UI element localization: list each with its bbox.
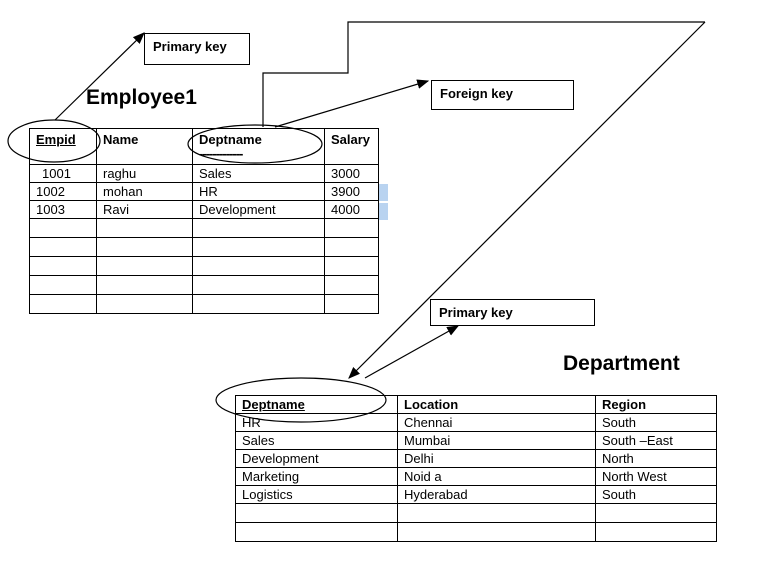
table-row [235, 522, 717, 542]
empty-cell [235, 522, 398, 542]
department-cell: HR [235, 413, 398, 432]
department-cell: Delhi [397, 449, 596, 468]
employee-cell: 3000 [324, 164, 379, 183]
empty-cell [192, 294, 325, 314]
department-cell: Hyderabad [397, 485, 596, 504]
empty-cell [96, 294, 193, 314]
employee-cell: 1001 [29, 164, 97, 183]
employee-cell: 3900 [324, 182, 379, 201]
table-row: Marketing Noid a North West [235, 467, 717, 486]
employee-cell: Ravi [96, 200, 193, 219]
department-cell: Development [235, 449, 398, 468]
employee-cell: raghu [96, 164, 193, 183]
employee-header-deptname: Deptname------------- [192, 128, 325, 165]
empty-cell [192, 237, 325, 257]
department-header-row: Deptname Location Region [235, 395, 717, 414]
employee-header-empid: Empid [29, 128, 97, 165]
selection-highlight [379, 203, 388, 220]
employee-table-title: Employee1 [86, 86, 197, 109]
employee-cell: 1002 [29, 182, 97, 201]
employee-cell: Sales [192, 164, 325, 183]
empty-cell [397, 522, 596, 542]
employee-cell: 1003 [29, 200, 97, 219]
arrow-empid-to-primary-key [54, 32, 145, 121]
employee-header-row: Empid Name Deptname------------- Salary [29, 128, 379, 165]
empty-cell [96, 256, 193, 276]
department-table-title: Department [563, 352, 680, 375]
employee-table: Empid Name Deptname------------- Salary … [29, 128, 379, 314]
empty-cell [192, 275, 325, 295]
empty-cell [29, 275, 97, 295]
empty-cell [324, 218, 379, 238]
department-cell: North [595, 449, 717, 468]
foreign-key-label: Foreign key [431, 80, 574, 110]
employee-header-name: Name [96, 128, 193, 165]
empty-cell [595, 503, 717, 523]
empty-cell [96, 218, 193, 238]
empty-cell [595, 522, 717, 542]
department-cell: Logistics [235, 485, 398, 504]
empty-cell [235, 503, 398, 523]
table-row [29, 256, 379, 276]
department-cell: South [595, 413, 717, 432]
table-row [29, 275, 379, 295]
department-header-region: Region [595, 395, 717, 414]
department-table: Deptname Location Region HR Chennai Sout… [235, 395, 717, 542]
table-row [235, 503, 717, 523]
empty-cell [397, 503, 596, 523]
department-cell: Chennai [397, 413, 596, 432]
empty-cell [192, 256, 325, 276]
selection-highlight [379, 184, 388, 201]
department-cell: South [595, 485, 717, 504]
department-cell: Noid a [397, 467, 596, 486]
empty-cell [324, 256, 379, 276]
arrow-to-dept-deptname [348, 21, 706, 379]
arrow-deptname-to-foreign-key [274, 79, 430, 128]
primary-key-label-top: Primary key [144, 33, 250, 65]
employee-cell: Development [192, 200, 325, 219]
empty-cell [29, 237, 97, 257]
table-row [29, 218, 379, 238]
table-row: Sales Mumbai South –East [235, 431, 717, 450]
table-row: 1001 raghu Sales 3000 [29, 164, 379, 183]
department-cell: North West [595, 467, 717, 486]
employee-cell: mohan [96, 182, 193, 201]
table-row [29, 237, 379, 257]
department-cell: South –East [595, 431, 717, 450]
department-cell: Mumbai [397, 431, 596, 450]
employee-cell: HR [192, 182, 325, 201]
table-row: 1002 mohan HR 3900 [29, 182, 379, 201]
department-cell: Sales [235, 431, 398, 450]
employee-header-salary: Salary [324, 128, 379, 165]
table-row: 1003 Ravi Development 4000 [29, 200, 379, 219]
primary-key-label-bottom: Primary key [430, 299, 595, 326]
empty-cell [96, 275, 193, 295]
department-header-deptname: Deptname [235, 395, 398, 414]
empty-cell [324, 294, 379, 314]
empty-cell [192, 218, 325, 238]
table-row: Development Delhi North [235, 449, 717, 468]
empty-cell [324, 275, 379, 295]
department-cell: Marketing [235, 467, 398, 486]
empty-cell [324, 237, 379, 257]
empty-cell [29, 256, 97, 276]
empty-cell [29, 294, 97, 314]
table-row [29, 294, 379, 314]
connector-emp-deptname-to-dept [262, 21, 705, 127]
table-row: Logistics Hyderabad South [235, 485, 717, 504]
department-header-location: Location [397, 395, 596, 414]
table-row: HR Chennai South [235, 413, 717, 432]
arrow-dept-deptname-to-primary-key [364, 325, 460, 379]
empty-cell [29, 218, 97, 238]
empty-cell [96, 237, 193, 257]
employee-cell: 4000 [324, 200, 379, 219]
